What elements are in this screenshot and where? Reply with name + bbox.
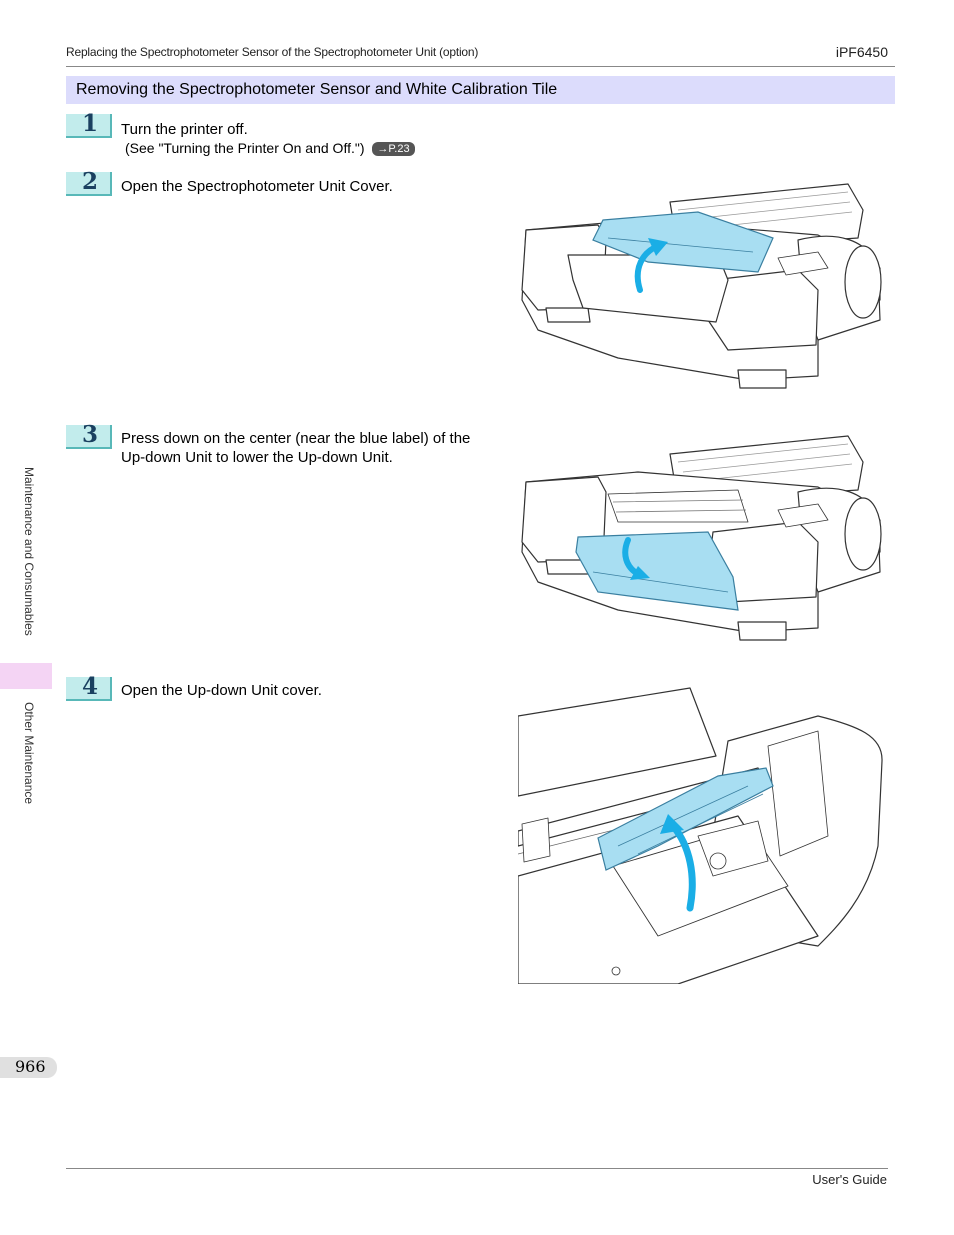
step-4-text: Open the Up-down Unit cover.	[121, 682, 322, 699]
side-tab-marker	[0, 663, 52, 689]
step-3-line-2: Up-down Unit to lower the Up-down Unit.	[121, 449, 393, 466]
model-name: iPF6450	[835, 44, 888, 60]
step-3-badge: 3	[66, 421, 112, 449]
header-divider	[66, 66, 895, 67]
side-section-label: Other Maintenance	[22, 702, 36, 805]
reference-text: (See "Turning the Printer On and Off.")	[125, 140, 365, 156]
page-number: 966	[15, 1057, 46, 1076]
step-4-badge: 4	[66, 673, 112, 701]
printer-up-down-unit-lowered-illustration	[521, 435, 882, 641]
step-3-text: Press down on the center (near the blue …	[121, 429, 470, 467]
step-1-badge: 1	[66, 110, 112, 138]
section-title: Removing the Spectrophotometer Sensor an…	[76, 81, 558, 98]
side-chapter-label: Maintenance and Consumables	[22, 467, 36, 636]
page-reference-link[interactable]: →P.23	[372, 142, 415, 156]
running-header-breadcrumb: Replacing the Spectrophotometer Sensor o…	[66, 45, 479, 59]
footer-divider	[66, 1168, 888, 1169]
printer-cover-open-illustration	[521, 183, 882, 389]
page-number-tab: 966	[0, 1057, 57, 1078]
step-number: 3	[82, 421, 99, 448]
step-1-text: Turn the printer off.	[121, 121, 248, 138]
step-number: 1	[82, 110, 99, 137]
step-3-line-1: Press down on the center (near the blue …	[121, 430, 471, 447]
step-number: 2	[82, 168, 99, 195]
step-2-badge: 2	[66, 168, 112, 196]
step-1-reference: (See "Turning the Printer On and Off.") …	[125, 140, 415, 156]
up-down-unit-cover-open-illustration	[518, 687, 883, 984]
section-heading-bar: Removing the Spectrophotometer Sensor an…	[66, 76, 895, 104]
step-2-text: Open the Spectrophotometer Unit Cover.	[121, 178, 393, 195]
step-number: 4	[82, 673, 99, 700]
footer-guide-title: User's Guide	[812, 1172, 887, 1187]
